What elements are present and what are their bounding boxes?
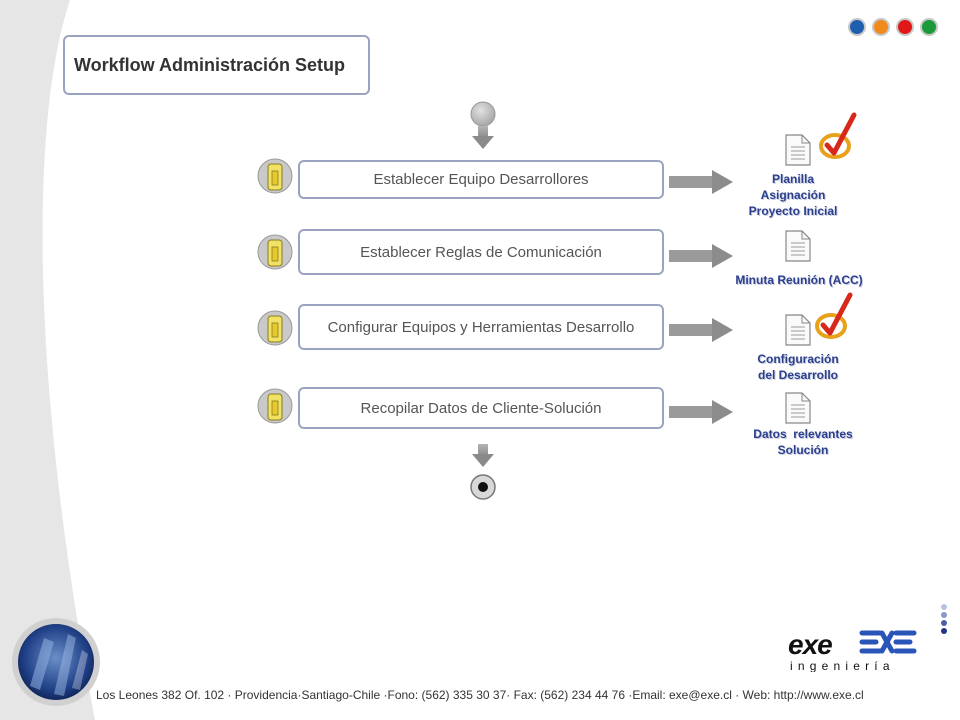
person-icon	[257, 310, 293, 346]
flow-arrow-start	[472, 126, 494, 149]
page-title: Workflow Administración Setup	[63, 35, 370, 95]
start-node	[470, 101, 496, 127]
step-box-4: Recopilar Datos de Cliente-Solución	[298, 387, 664, 429]
output-label-3: Configuración del Desarrollo	[757, 352, 839, 382]
nav-dots	[848, 18, 938, 36]
document-icon	[785, 134, 811, 166]
output-arrow-4	[669, 400, 733, 424]
globe-graphic	[12, 618, 100, 706]
nav-dot-red[interactable]	[896, 18, 914, 36]
person-icon	[257, 158, 293, 194]
output-arrow-1	[669, 170, 733, 194]
svg-text:exe: exe	[788, 629, 832, 660]
nav-dot-blue[interactable]	[848, 18, 866, 36]
document-icon	[785, 314, 811, 346]
approved-check-icon	[815, 292, 853, 339]
nav-dot-green[interactable]	[920, 18, 938, 36]
exe-logo: exe ingeniería	[788, 629, 917, 672]
flow-arrow-end	[472, 444, 494, 467]
output-label-1: Planilla Asignación Proyecto Inicial	[748, 172, 838, 218]
nav-dot-orange[interactable]	[872, 18, 890, 36]
person-icon	[257, 234, 293, 270]
output-label-2: Minuta Reunión (ACC)	[735, 273, 863, 287]
side-dots-decoration	[941, 604, 947, 634]
output-arrow-3	[669, 318, 733, 342]
person-icon	[257, 388, 293, 424]
step-box-2: Establecer Reglas de Comunicación	[298, 229, 664, 275]
step-box-1: Establecer Equipo Desarrollores	[298, 160, 664, 199]
document-icon	[785, 392, 811, 424]
approved-check-icon	[819, 112, 857, 159]
step-box-3: Configurar Equipos y Herramientas Desarr…	[298, 304, 664, 350]
output-label-4: Datos relevantes Solución	[753, 427, 853, 457]
output-arrow-2	[669, 244, 733, 268]
svg-text:ingeniería: ingeniería	[790, 659, 895, 672]
end-node	[470, 474, 496, 500]
document-icon	[785, 230, 811, 262]
footer-contact-info: Los Leones 382 Of. 102 · Providencia·San…	[96, 688, 864, 702]
